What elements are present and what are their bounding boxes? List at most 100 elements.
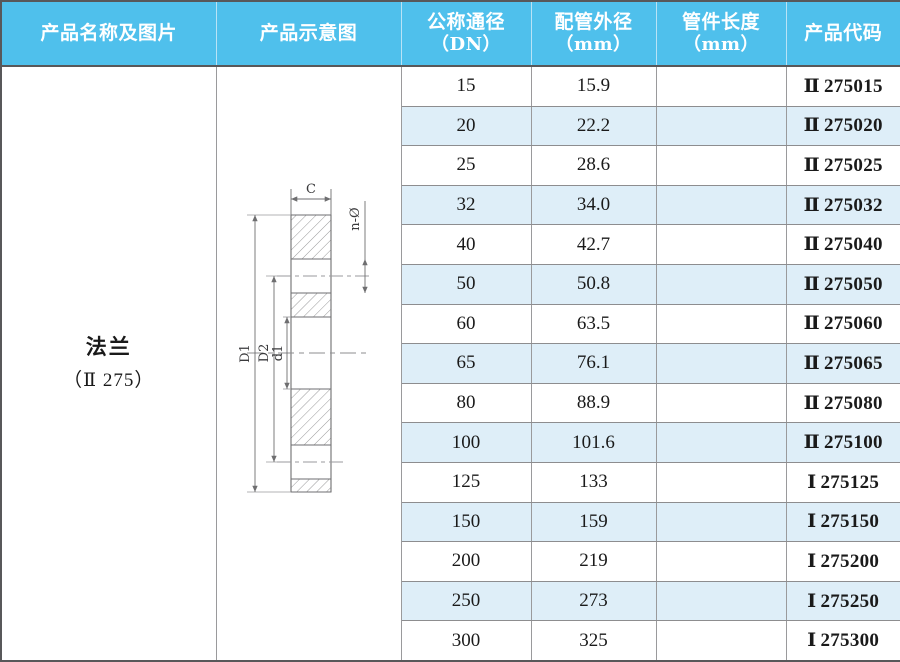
code-number: 275300	[820, 630, 880, 652]
svg-text:D2: D2	[257, 344, 272, 363]
code-number: 275150	[820, 511, 880, 533]
header-outer-diameter-unit: （mm）	[555, 34, 632, 56]
code-roman-numeral: Ⅱ	[803, 352, 820, 374]
cell-outer-diameter: 63.5	[531, 304, 657, 345]
cell-fitting-length	[656, 304, 787, 345]
cell-nominal-diameter: 25	[401, 145, 532, 186]
code-roman-numeral: Ⅱ	[803, 115, 820, 137]
cell-outer-diameter: 28.6	[531, 145, 657, 186]
header-product-name-main: 产品名称及图片	[40, 21, 177, 44]
header-outer-diameter-main: 配管外径	[554, 10, 633, 33]
code-roman-numeral: Ⅱ	[803, 234, 820, 256]
cell-fitting-length	[656, 185, 787, 226]
cell-fitting-length	[656, 106, 787, 147]
cell-outer-diameter: 34.0	[531, 185, 657, 226]
cell-nominal-diameter: 65	[401, 343, 532, 384]
product-series-code: （Ⅱ 275）	[63, 369, 155, 391]
cell-fitting-length	[656, 66, 787, 107]
cell-nominal-diameter: 15	[401, 66, 532, 107]
code-number: 275080	[824, 392, 883, 414]
cell-nominal-diameter: 250	[401, 581, 532, 622]
header-nominal-diameter: 公称通径 （DN）	[401, 1, 532, 67]
code-roman-numeral: Ⅱ	[803, 194, 820, 216]
table-body: 法兰（Ⅱ 275） C D1	[1, 66, 900, 661]
cell-outer-diameter: 219	[531, 541, 657, 582]
svg-text:C: C	[306, 182, 316, 197]
code-roman-numeral: Ⅱ	[803, 273, 820, 295]
cell-fitting-length	[656, 541, 787, 582]
code-number: 275050	[824, 273, 883, 295]
code-number: 275025	[824, 154, 883, 176]
cell-outer-diameter: 325	[531, 620, 657, 661]
header-outer-diameter: 配管外径 （mm）	[531, 1, 657, 67]
cell-fitting-length	[656, 502, 787, 543]
cell-fitting-length	[656, 264, 787, 305]
header-product-code-main: 产品代码	[804, 21, 883, 44]
cell-nominal-diameter: 50	[401, 264, 532, 305]
code-roman-numeral: Ⅱ	[803, 313, 820, 335]
cell-outer-diameter: 159	[531, 502, 657, 543]
cell-outer-diameter: 133	[531, 462, 657, 503]
product-diagram-cell: C D1 D2 d1 n-Ø	[216, 66, 402, 661]
code-number: 275040	[824, 234, 883, 256]
cell-outer-diameter: 273	[531, 581, 657, 622]
code-roman-numeral: Ⅱ	[803, 154, 820, 176]
cell-nominal-diameter: 80	[401, 383, 532, 424]
header-fitting-length-unit: （mm）	[682, 34, 760, 56]
cell-fitting-length	[656, 620, 787, 661]
cell-nominal-diameter: 60	[401, 304, 532, 345]
code-roman-numeral: Ⅰ	[807, 550, 817, 572]
cell-outer-diameter: 42.7	[531, 224, 657, 265]
cell-fitting-length	[656, 422, 787, 463]
code-number: 275015	[824, 75, 883, 97]
cell-outer-diameter: 76.1	[531, 343, 657, 384]
code-roman-numeral: Ⅰ	[807, 471, 817, 493]
cell-nominal-diameter: 125	[401, 462, 532, 503]
code-roman-numeral: Ⅱ	[803, 432, 820, 454]
cell-fitting-length	[656, 581, 787, 622]
cell-outer-diameter: 22.2	[531, 106, 657, 147]
svg-text:n-Ø: n-Ø	[348, 207, 363, 230]
cell-fitting-length	[656, 224, 787, 265]
table-header: 产品名称及图片 产品示意图 公称通径 （DN） 配管外径 （mm） 管件长度 （…	[1, 1, 900, 67]
header-nominal-diameter-unit: （DN）	[430, 34, 502, 56]
code-number: 275100	[824, 432, 883, 454]
table-row: 法兰（Ⅱ 275） C D1	[1, 66, 900, 661]
code-number: 275065	[824, 352, 883, 374]
header-product-diagram: 产品示意图	[216, 1, 402, 67]
cell-fitting-length	[656, 145, 787, 186]
code-number: 275060	[824, 313, 883, 335]
code-number: 275032	[824, 194, 883, 216]
cell-nominal-diameter: 20	[401, 106, 532, 147]
diagram-container: C D1 D2 d1 n-Ø	[217, 89, 402, 638]
cell-fitting-length	[656, 383, 787, 424]
header-row: 产品名称及图片 产品示意图 公称通径 （DN） 配管外径 （mm） 管件长度 （…	[1, 1, 900, 67]
product-name-block: 法兰（Ⅱ 275）	[2, 331, 216, 395]
code-number: 275125	[820, 471, 880, 493]
header-product-name: 产品名称及图片	[1, 1, 217, 67]
cell-nominal-diameter: 300	[401, 620, 532, 661]
svg-text:D1: D1	[238, 344, 253, 363]
code-roman-numeral: Ⅱ	[803, 75, 820, 97]
